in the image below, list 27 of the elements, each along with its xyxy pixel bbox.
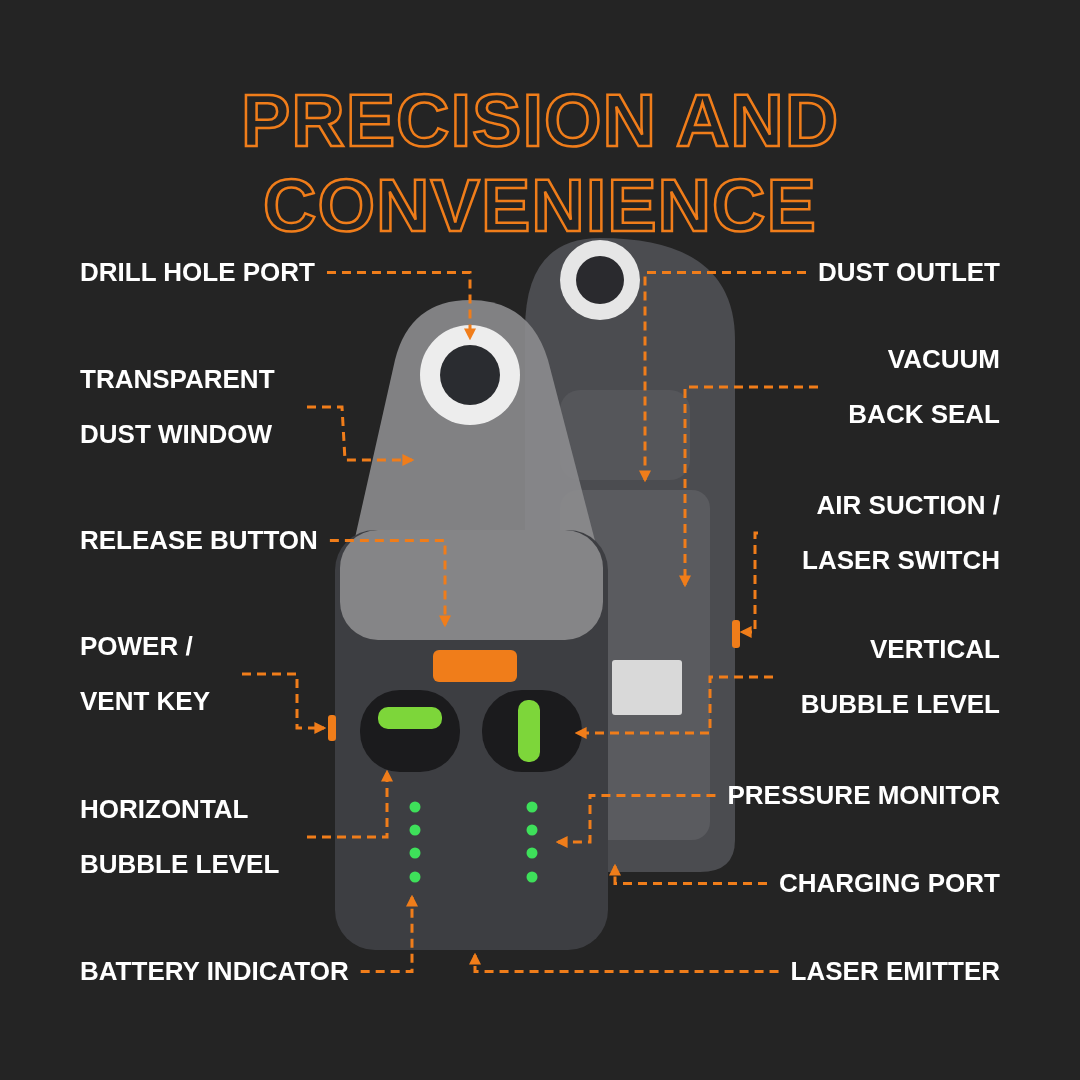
callout-label: VERTICAL BUBBLE LEVEL xyxy=(785,622,1000,732)
callout-label: DUST OUTLET xyxy=(818,245,1000,300)
callout-label: CHARGING PORT xyxy=(779,856,1000,911)
leader-line xyxy=(360,894,418,973)
callout-label: TRANSPARENT DUST WINDOW xyxy=(80,352,295,462)
leader-line xyxy=(555,794,716,848)
leader-line xyxy=(609,863,767,885)
leader-line xyxy=(679,385,818,588)
callout-label: VACUUM BACK SEAL xyxy=(830,332,1000,442)
callout-label: LASER EMITTER xyxy=(790,944,1000,999)
leader-line xyxy=(326,271,476,341)
callout-label: AIR SUCTION / LASER SWITCH xyxy=(770,478,1000,588)
leader-line xyxy=(469,952,779,973)
callout-label: BATTERY INDICATOR xyxy=(80,944,349,999)
callout-label: PRESSURE MONITOR xyxy=(727,768,1000,823)
callout-label: DRILL HOLE PORT xyxy=(80,245,315,300)
leader-line xyxy=(639,271,806,483)
leader-line xyxy=(307,769,393,839)
leader-line xyxy=(739,531,758,638)
callout-label: POWER / VENT KEY xyxy=(80,619,230,729)
callout-label: RELEASE BUTTON xyxy=(80,513,318,568)
leader-line xyxy=(574,675,773,739)
leader-line xyxy=(329,539,451,628)
leader-line xyxy=(307,405,415,466)
leader-line xyxy=(242,672,327,734)
title: PRECISION AND CONVENIENCE xyxy=(239,78,841,248)
callout-label: HORIZONTAL BUBBLE LEVEL xyxy=(80,782,295,892)
